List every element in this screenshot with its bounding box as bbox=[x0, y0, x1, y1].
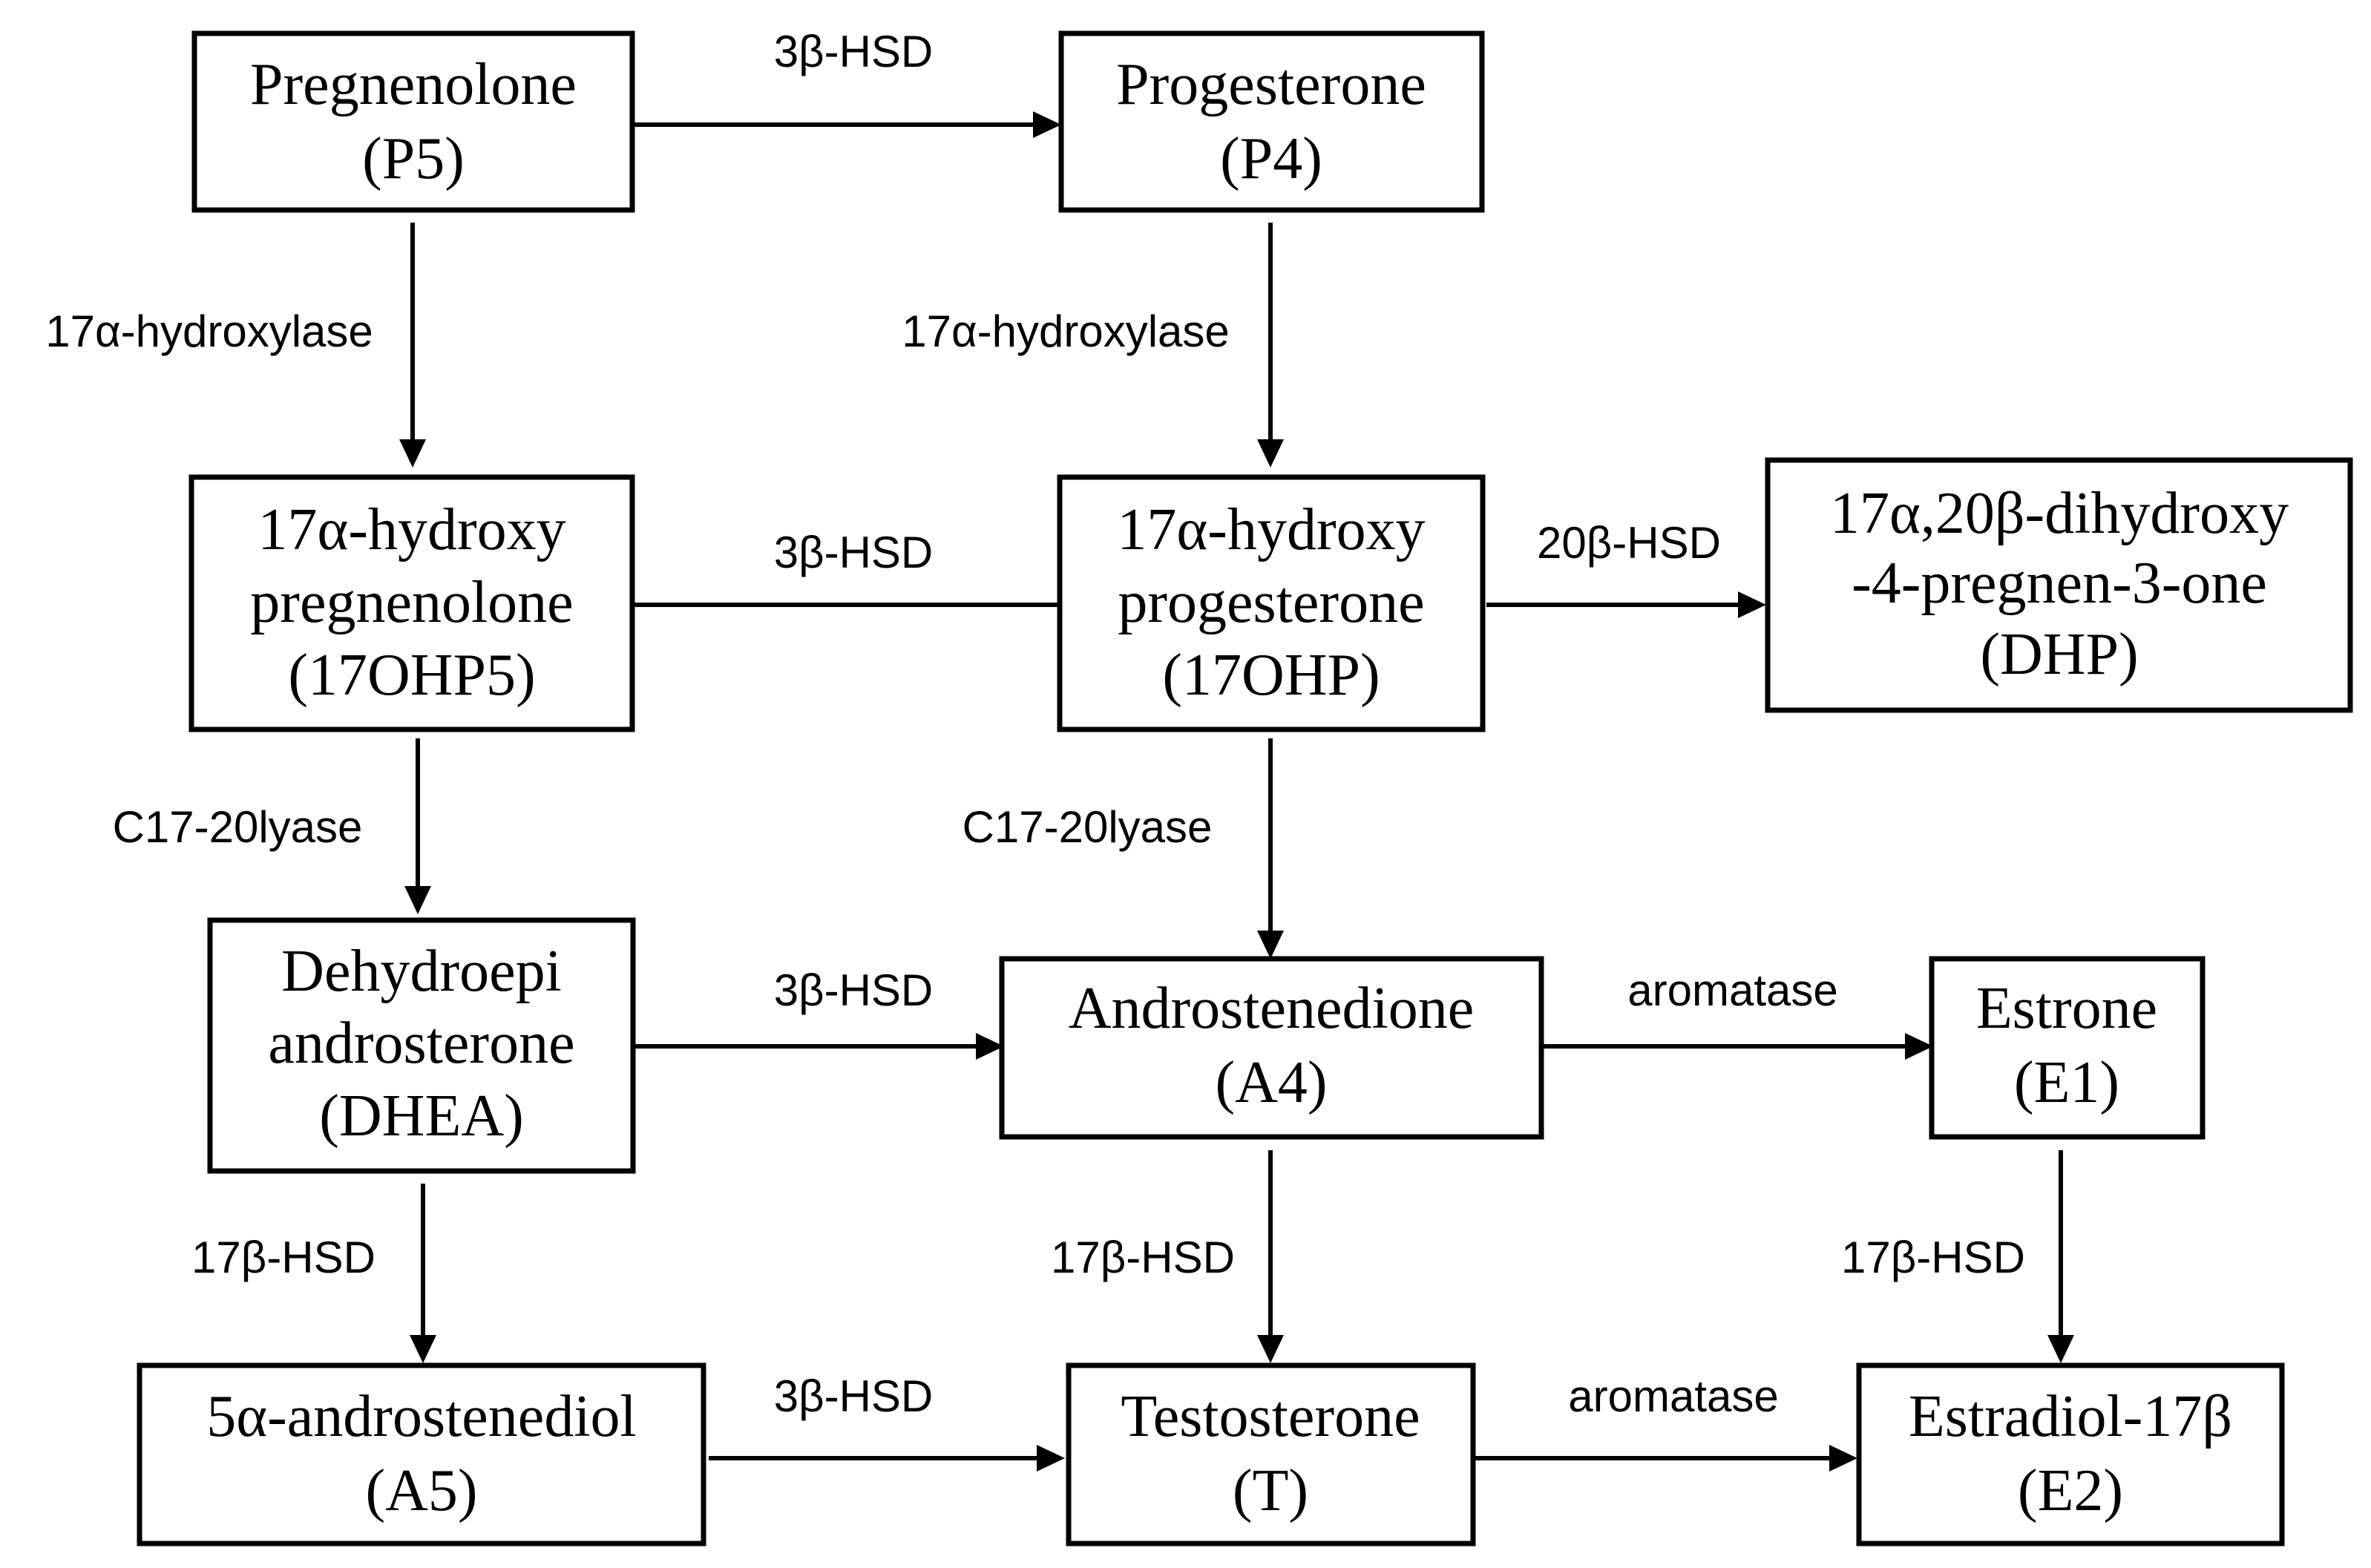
edge-17ohp5-dhea bbox=[404, 738, 431, 914]
node-dhea-line-1: Dehydroepi bbox=[281, 939, 562, 1004]
node-pregnenolone-line-1: Pregnenolone bbox=[250, 52, 577, 117]
edge-dhea-a5 bbox=[410, 1184, 436, 1363]
node-androstenediol: 5α-androstenediol (A5) bbox=[137, 1362, 706, 1546]
edge-label-a4-t: 17β-HSD bbox=[1051, 1233, 1235, 1282]
node-17ohp-line-2: progesterone bbox=[1118, 570, 1424, 635]
edge-a4-e1 bbox=[1541, 1033, 1933, 1060]
edge-label-p5-p4: 3β-HSD bbox=[774, 27, 934, 76]
edge-e1-e2 bbox=[2047, 1150, 2074, 1363]
node-17ohp5-line-1: 17α-hydroxy bbox=[258, 497, 565, 562]
edge-17ohp-dhp bbox=[1486, 591, 1766, 618]
node-progesterone-line-2: (P4) bbox=[1220, 126, 1322, 191]
node-estrone: Estrone (E1) bbox=[1929, 956, 2206, 1140]
edge-label-p4-17ohp: 17α-hydroxylase bbox=[902, 306, 1230, 356]
node-dhp-line-2: -4-pregnen-3-one bbox=[1852, 551, 2267, 616]
edge-17ohp-a4 bbox=[1257, 738, 1284, 959]
edge-t-e2 bbox=[1475, 1445, 1857, 1472]
node-estrone-line-1: Estrone bbox=[1976, 976, 2157, 1041]
edge-label-17ohp-a4: C17-20lyase bbox=[962, 802, 1213, 852]
node-17ohp-line-3: (17OHP) bbox=[1162, 643, 1380, 708]
node-17-hydroxypregnenolone: 17α-hydroxy pregnenolone (17OHP5) bbox=[188, 474, 635, 732]
node-androstenedione: Androstenedione (A4) bbox=[999, 956, 1544, 1140]
node-17ohp-line-1: 17α-hydroxy bbox=[1117, 497, 1425, 562]
node-estradiol-line-1: Estradiol-17β bbox=[1909, 1384, 2232, 1449]
node-estradiol: Estradiol-17β (E2) bbox=[1856, 1362, 2285, 1546]
node-androstenedione-line-1: Androstenedione bbox=[1069, 976, 1475, 1041]
node-dhp-line-3: (DHP) bbox=[1980, 622, 2138, 687]
node-17ohp5-line-2: pregnenolone bbox=[250, 570, 573, 635]
edge-label-t-e2: aromatase bbox=[1568, 1371, 1778, 1421]
edge-label-17ohp-dhp: 20β-HSD bbox=[1537, 518, 1721, 568]
node-dhp-line-1: 17α,20β-dihydroxy bbox=[1830, 481, 2289, 546]
node-dhea-line-3: (DHEA) bbox=[319, 1083, 523, 1149]
node-testosterone-line-2: (T) bbox=[1233, 1458, 1308, 1523]
node-androstenedione-line-2: (A4) bbox=[1215, 1050, 1327, 1115]
edge-label-dhea-a5: 17β-HSD bbox=[191, 1233, 376, 1282]
node-androstenediol-line-1: 5α-androstenediol bbox=[206, 1384, 637, 1449]
node-estradiol-line-2: (E2) bbox=[2018, 1458, 2123, 1523]
edge-label-a4-e1: aromatase bbox=[1627, 965, 1837, 1015]
node-dhea: Dehydroepi androsterone (DHEA) bbox=[207, 917, 636, 1174]
edge-p5-17ohp5 bbox=[399, 223, 426, 468]
node-17ohp5-line-3: (17OHP5) bbox=[288, 643, 535, 708]
edge-p4-17ohp bbox=[1257, 223, 1284, 468]
node-testosterone: Testosterone (T) bbox=[1066, 1362, 1476, 1546]
node-dhea-line-2: androsterone bbox=[268, 1011, 574, 1076]
node-pregnenolone: Pregnenolone (P5) bbox=[191, 30, 635, 213]
node-progesterone: Progesterone (P4) bbox=[1058, 30, 1485, 213]
edge-dhea-a4 bbox=[634, 1033, 1004, 1060]
node-17-hydroxyprogesterone: 17α-hydroxy progesterone (17OHP) bbox=[1057, 474, 1486, 732]
node-estrone-line-2: (E1) bbox=[2014, 1050, 2119, 1115]
edge-label-a5-t: 3β-HSD bbox=[774, 1371, 934, 1421]
edge-label-dhea-a4: 3β-HSD bbox=[774, 965, 934, 1015]
node-progesterone-line-1: Progesterone bbox=[1116, 52, 1426, 117]
node-androstenediol-line-2: (A5) bbox=[365, 1458, 477, 1523]
edge-p5-p4 bbox=[632, 111, 1061, 138]
edge-label-p5-17ohp5: 17α-hydroxylase bbox=[45, 306, 373, 356]
edge-a5-t bbox=[709, 1445, 1065, 1472]
edge-label-e1-e2: 17β-HSD bbox=[1841, 1233, 2025, 1282]
node-testosterone-line-1: Testosterone bbox=[1121, 1384, 1420, 1449]
edge-a4-t bbox=[1257, 1150, 1284, 1363]
edge-label-17ohp5-dhea: C17-20lyase bbox=[113, 802, 363, 852]
node-pregnenolone-line-2: (P5) bbox=[362, 126, 465, 191]
node-dhp: 17α,20β-dihydroxy -4-pregnen-3-one (DHP) bbox=[1765, 457, 2353, 713]
edge-label-17ohp5-17ohp: 3β-HSD bbox=[774, 528, 934, 577]
